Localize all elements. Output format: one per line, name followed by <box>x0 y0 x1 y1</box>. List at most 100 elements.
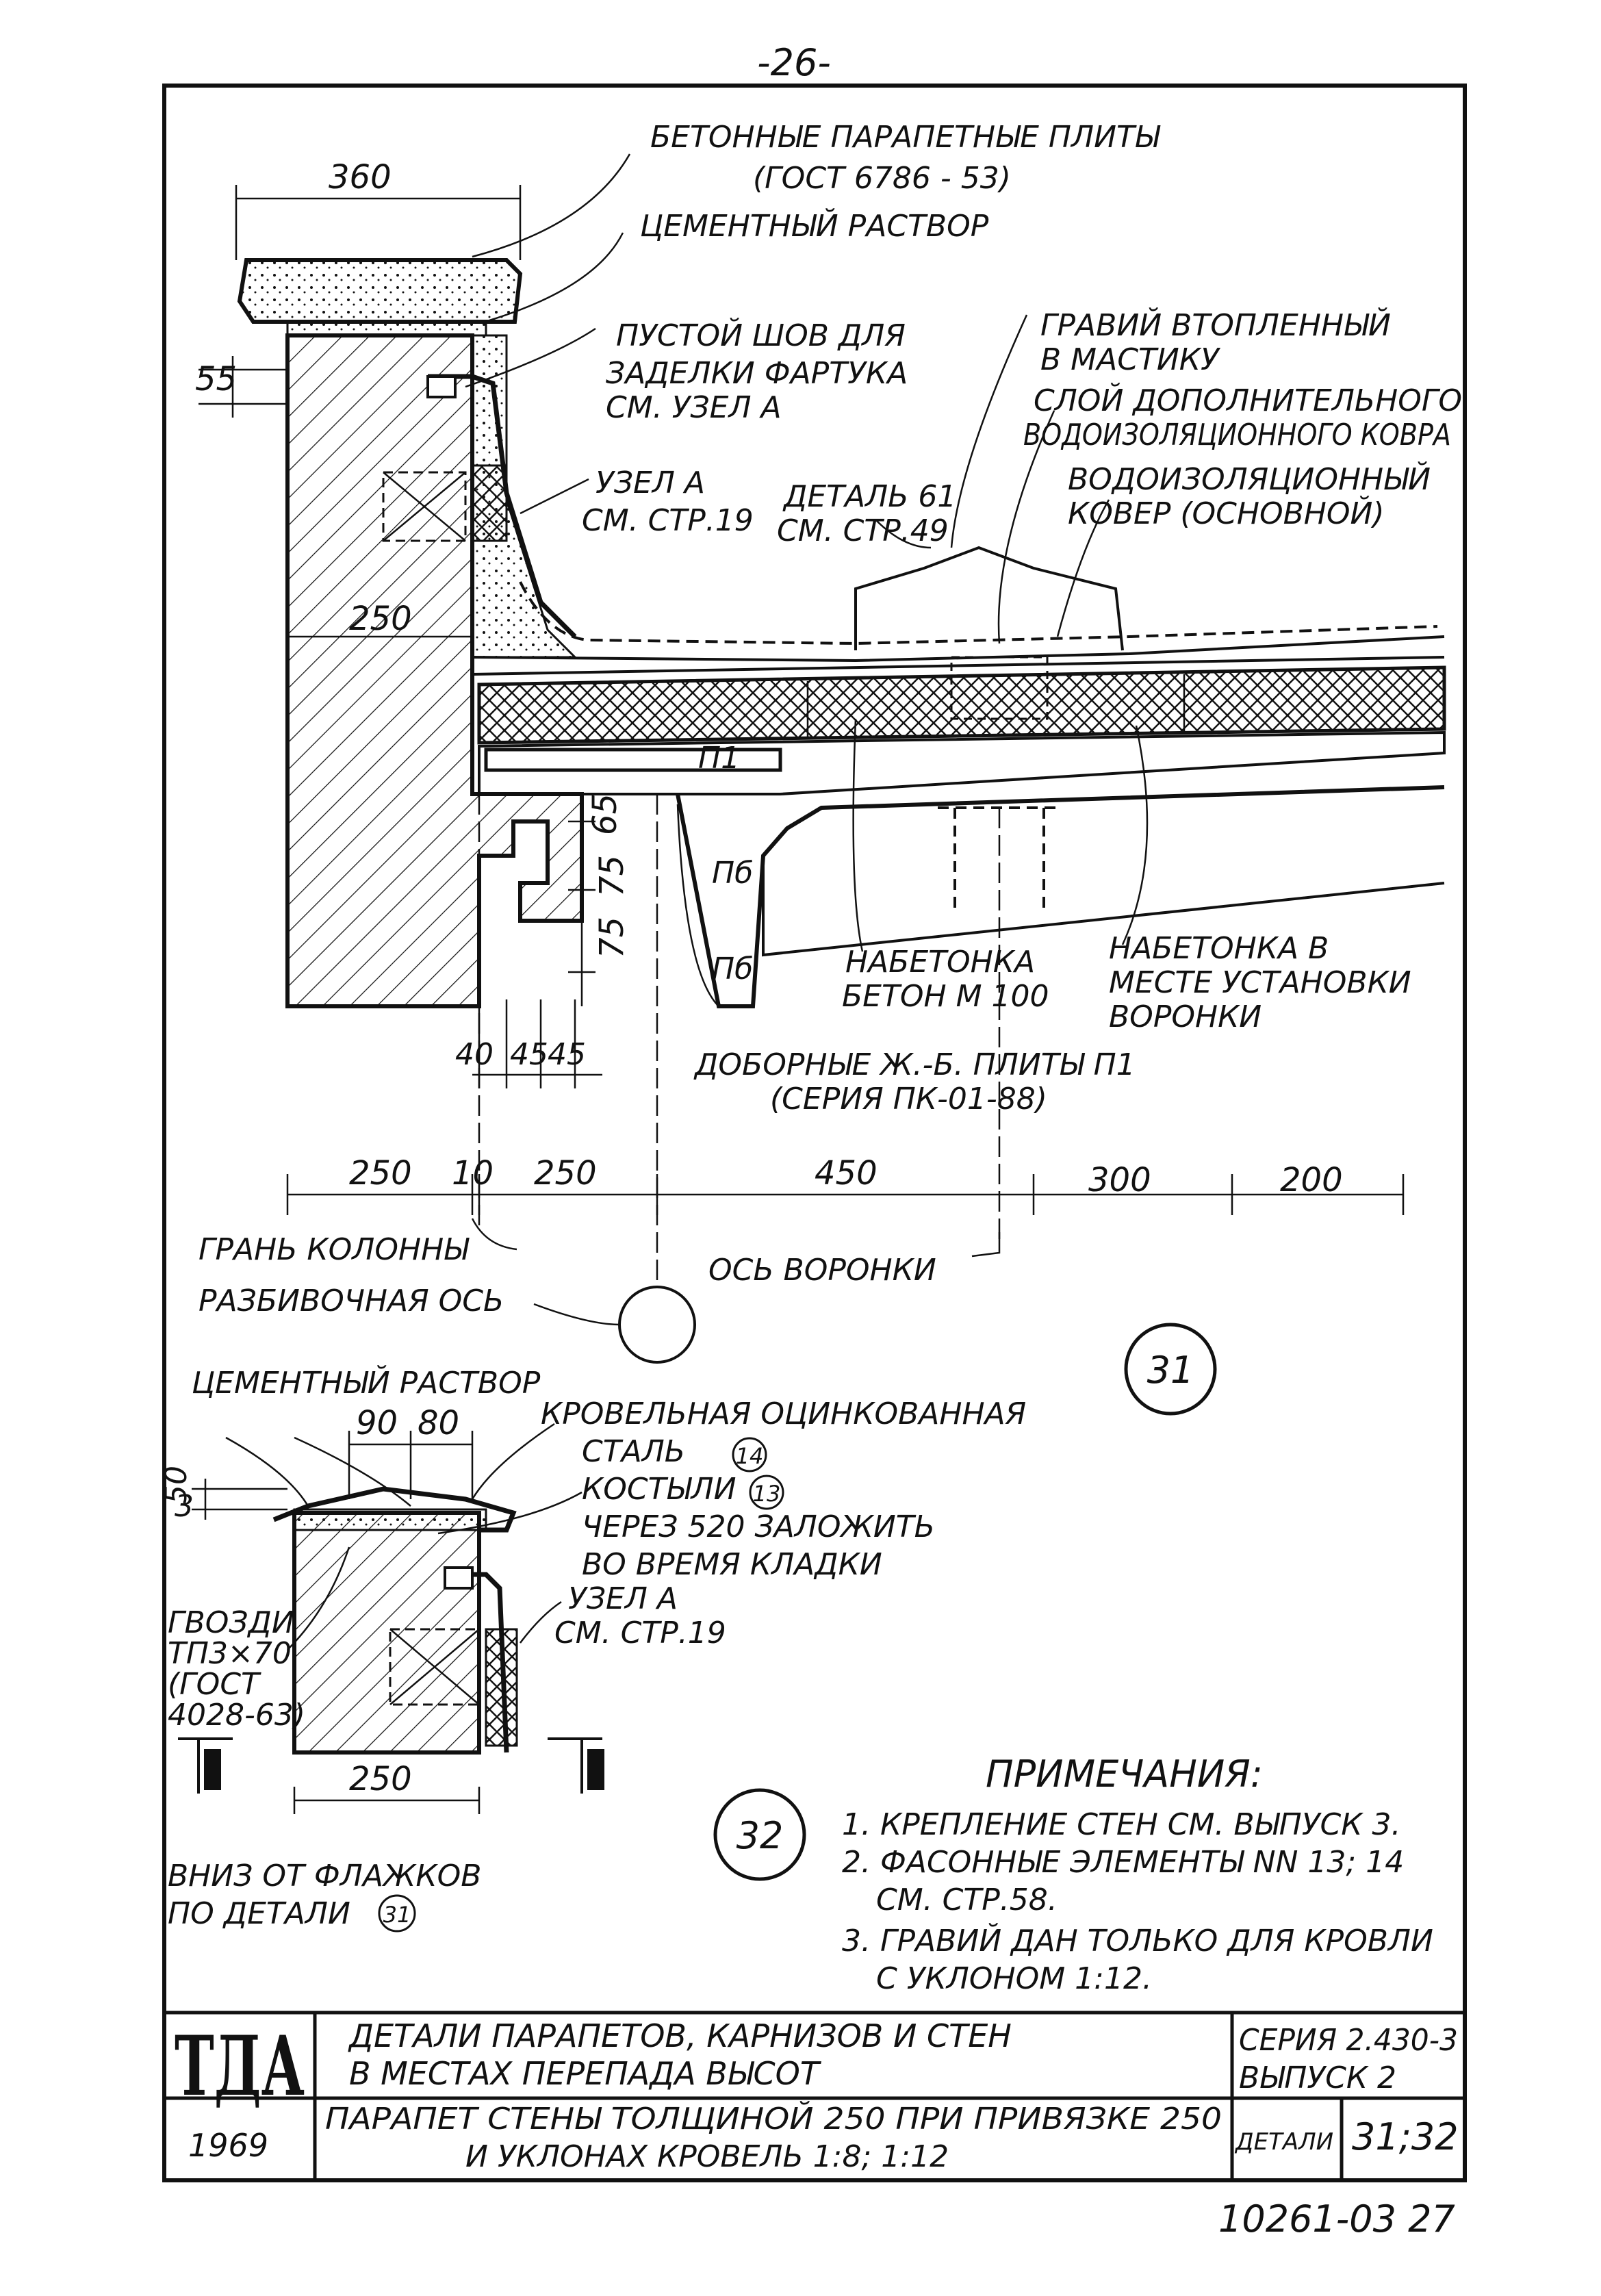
note-3a: 3. ГРАВИЙ ДАН ТОЛЬКО ДЛЯ КРОВЛИ <box>842 1922 1433 1959</box>
detail-31-number: 31 <box>1147 1349 1194 1392</box>
mortar-32 <box>293 1508 487 1531</box>
label-parapet-slabs-1: БЕТОННЫЕ ПАРАПЕТНЫЕ ПЛИТЫ <box>650 120 1161 155</box>
leaders-32 <box>225 1423 582 1650</box>
title-2b: И УКЛОНАХ КРОВЕЛЬ 1:8; 1:12 <box>465 2139 949 2174</box>
label-32-steel-ref-circle <box>732 1437 767 1472</box>
notes: ПРИМЕЧАНИЯ: 1. КРЕПЛЕНИЕ СТЕН СМ. ВЫПУСК… <box>842 1752 1433 1996</box>
label-32-crutches-1: КОСТЫЛИ <box>582 1472 736 1507</box>
node-a-32 <box>389 1628 481 1706</box>
label-32-steel-2: СТАЛЬ <box>582 1434 685 1469</box>
dim-32-50: 50 <box>159 1466 194 1504</box>
title-logo: ТДА <box>175 2018 305 2115</box>
page-number: -26- <box>757 41 831 84</box>
dim-32-3: 3 <box>175 1489 194 1524</box>
title-block-grid <box>164 2011 1465 2180</box>
label-detail61-1: ДЕТАЛЬ 61 <box>782 479 956 514</box>
dim-s2: 45 <box>510 1037 548 1072</box>
axis-lines <box>478 794 1001 1287</box>
doc-number: 10261-03 27 <box>1218 2197 1455 2241</box>
label-cement-mortar: ЦЕМЕНТНЫЙ РАСТВОР <box>640 207 989 244</box>
title-detail-nums: 31;32 <box>1352 2115 1459 2158</box>
parapet-slab <box>237 258 523 324</box>
page-frame <box>162 84 1467 2182</box>
funnel-body <box>950 656 1049 720</box>
node-a-strip <box>471 464 508 542</box>
label-screed-funnel-2: МЕСТЕ УСТАНОВКИ <box>1109 965 1411 1000</box>
label-main-carpet-1: ВОДОИЗОЛЯЦИОННЫЙ <box>1068 461 1431 497</box>
label-column-face: ГРАНЬ КОЛОННЫ <box>198 1232 470 1267</box>
label-32-crutches-2: ЧЕРЕЗ 520 ЗАЛОЖИТЬ <box>582 1509 935 1544</box>
apron <box>428 374 577 639</box>
flag-left <box>204 1749 221 1790</box>
dim-b6: 200 <box>1280 1161 1343 1199</box>
insulation-joints <box>806 674 1186 739</box>
label-gravel-1: ГРАВИЙ ВТОПЛЕННЫЙ <box>1040 307 1391 343</box>
label-node-a-2: СМ. СТР.19 <box>582 503 754 538</box>
label-32-steel-ref: 14 <box>736 1443 764 1469</box>
label-32-nails-2: ТП3×70 <box>168 1636 292 1671</box>
label-main-carpet-2: КОВЕР (ОСНОВНОЙ) <box>1068 495 1385 531</box>
gravel-layer <box>519 581 1438 646</box>
label-32-nails-1: ГВОЗДИ <box>168 1605 294 1640</box>
slab-p1 <box>484 748 782 772</box>
label-32-nails-4: 4028-63) <box>168 1698 305 1733</box>
dim-b1: 250 <box>349 1154 412 1192</box>
label-layout-axis: РАЗБИВОЧНАЯ ОСЬ <box>198 1284 504 1318</box>
title-year: 1969 <box>188 2127 268 2164</box>
label-32-steel-1: КРОВЕЛЬНАЯ ОЦИНКОВАННАЯ <box>541 1396 1026 1431</box>
detail-32-number: 32 <box>737 1814 784 1857</box>
empty-seam <box>426 375 457 398</box>
dim-b4: 450 <box>815 1154 878 1192</box>
label-32-below-ref-circle <box>378 1894 416 1933</box>
label-32-below-2: ПО ДЕТАЛИ <box>168 1896 350 1931</box>
title-series: СЕРИЯ 2.430-3 <box>1239 2023 1458 2058</box>
label-screed-1: НАБЕТОНКА <box>845 945 1035 980</box>
dim-32-80: 80 <box>418 1404 459 1442</box>
layout-axis-leader <box>533 1303 620 1326</box>
label-32-crutches-ref: 13 <box>753 1481 781 1507</box>
dim-offset: 55 <box>195 360 237 398</box>
beam-mark-1: Пб <box>712 856 753 891</box>
dim-line-offset <box>198 356 287 418</box>
node-a-diag <box>383 472 466 541</box>
label-screed-funnel-1: НАБЕТОНКА В <box>1109 931 1329 966</box>
screed-top <box>472 656 1445 676</box>
label-screed-2: БЕТОН М 100 <box>842 979 1049 1014</box>
label-empty-seam-3: СМ. УЗЕЛ А <box>606 390 782 425</box>
note-3b: С УКЛОНОМ 1:12. <box>876 1961 1152 1996</box>
funnel-cap <box>854 546 1124 651</box>
label-extra-layer-2: ВОДОИЗОЛЯЦИОННОГО КОВРА <box>1023 418 1451 452</box>
roof-slab-rib-2 <box>762 856 1445 957</box>
dim-b5: 300 <box>1088 1161 1151 1199</box>
title-detail-label: ДЕТАЛИ <box>1234 2128 1333 2156</box>
insulation-layer <box>477 665 1446 745</box>
detail-32: 90 80 50 3 250 ЦЕМЕНТНЫЙ РАСТВОР КРОВЕЛЬ… <box>159 1364 1026 1933</box>
label-extra-slabs-1: ДОБОРНЫЕ Ж.-Б. ПЛИТЫ П1 <box>693 1047 1136 1082</box>
dim-top-width: 360 <box>329 158 392 196</box>
label-extra-slabs-2: (СЕРИЯ ПК-01-88) <box>770 1082 1047 1117</box>
dim-s3: 45 <box>548 1037 586 1072</box>
flags-32 <box>178 1737 602 1794</box>
dim-32-90: 90 <box>356 1404 398 1442</box>
title-block: ТДА 1969 ДЕТАЛИ ПАРАПЕТОВ, КАРНИЗОВ И СТ… <box>164 2011 1465 2180</box>
funnel-axis-leader <box>971 1232 1001 1258</box>
label-empty-seam-2: ЗАДЕЛКИ ФАРТУКА <box>606 356 908 391</box>
label-screed-funnel-3: ВОРОНКИ <box>1109 999 1261 1034</box>
label-32-cement-mortar: ЦЕМЕНТНЫЙ РАСТВОР <box>192 1364 541 1401</box>
label-funnel-axis: ОСЬ ВОРОНКИ <box>708 1253 936 1288</box>
title-2a: ПАРАПЕТ СТЕНЫ ТОЛЩИНОЙ 250 ПРИ ПРИВЯЗКЕ … <box>325 2100 1222 2136</box>
empty-seam-32 <box>444 1566 474 1590</box>
dim-32-side <box>192 1479 287 1520</box>
dim-line-top <box>235 185 522 260</box>
title-1a: ДЕТАЛИ ПАРАПЕТОВ, КАРНИЗОВ И СТЕН <box>348 2017 1012 2054</box>
layout-axis-bubble <box>618 1286 696 1364</box>
note-2a: 2. ФАСОННЫЕ ЭЛЕМЕНТЫ NN 13; 14 <box>842 1845 1404 1880</box>
dim-h3: 75 <box>593 917 631 958</box>
roof-slab <box>478 730 1446 795</box>
label-parapet-slabs-2: (ГОСТ 6786 - 53) <box>753 161 1011 196</box>
title-issue: ВЫПУСК 2 <box>1239 2061 1396 2095</box>
slab-mark: П1 <box>698 741 740 776</box>
dim-h2: 75 <box>593 855 631 897</box>
detail-31: П1 Пб Пб 360 55 250 65 75 75 40 45 45 25… <box>195 120 1462 1416</box>
label-32-crutches-3: ВО ВРЕМЯ КЛАДКИ <box>582 1547 882 1582</box>
